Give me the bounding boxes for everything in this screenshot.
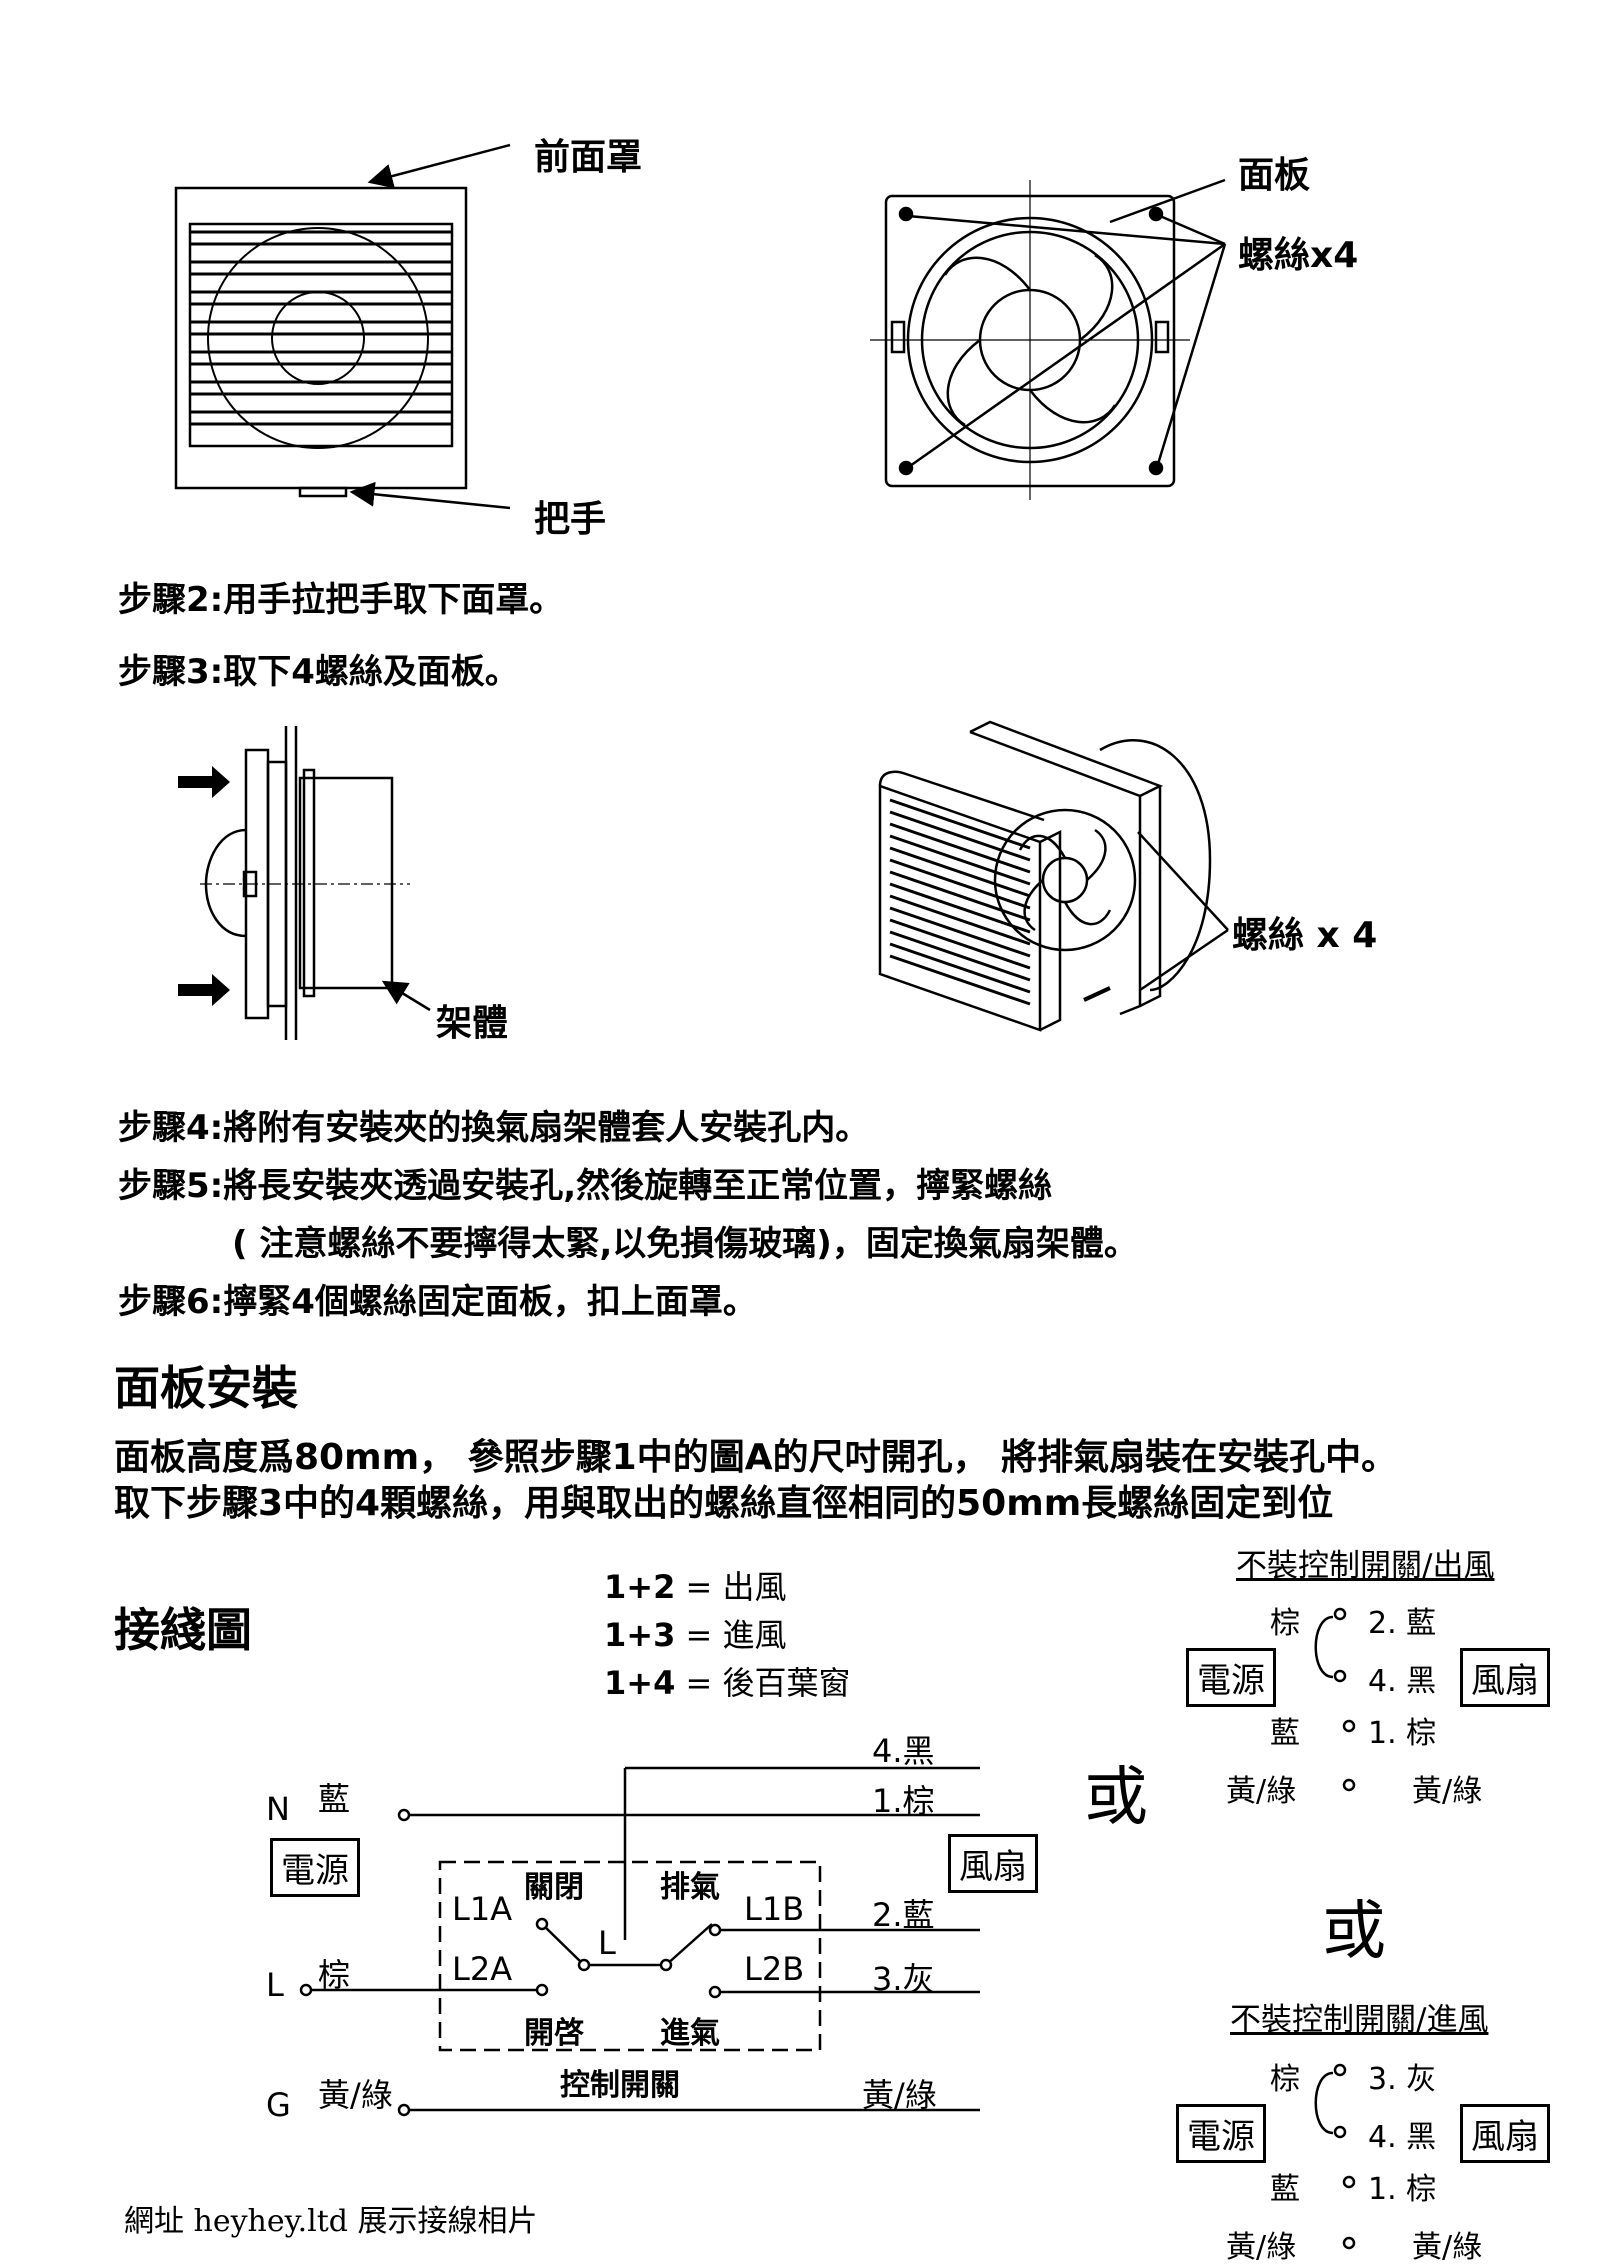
n-letter: N <box>266 1790 290 1828</box>
legend-row: 1+2 = 出風 <box>604 1568 787 1606</box>
alt2-brown: 棕 <box>1270 2062 1300 2097</box>
alt1-r2: 4. 黑 <box>1368 1664 1437 1699</box>
step-5-note: ( 注意螺絲不要擰得太緊,以免損傷玻璃)，固定換氣扇架體。 <box>232 1224 1138 1264</box>
step-4: 步驟4:將附有安裝夾的換氣扇架體套人安裝孔内。 <box>118 1108 870 1148</box>
panel-install-title: 面板安裝 <box>114 1361 298 1415</box>
wire-g: 黃/綠 <box>862 2076 937 2114</box>
alt1-power-box: 電源 <box>1186 1648 1276 1707</box>
fan-iso-drawing <box>878 720 1229 1032</box>
switch-label: 控制開關 <box>560 2068 680 2103</box>
panel-drawing <box>870 178 1227 500</box>
wiring-title: 接綫圖 <box>114 1603 252 1657</box>
or-text: 或 <box>1322 1895 1386 1969</box>
close-label: 關閉 <box>524 1870 584 1905</box>
wiring-lines <box>299 1766 980 2117</box>
alt1-blue: 藍 <box>1270 1716 1300 1751</box>
wire-4: 4.黑 <box>872 1732 935 1770</box>
legend-row: 1+4 = 後百葉窗 <box>604 1664 851 1702</box>
open-label: 開啓 <box>524 2016 584 2051</box>
n-color: 藍 <box>318 1780 351 1818</box>
alt1-r4: 黃/綠 <box>1412 1774 1483 1809</box>
panel-install-line-1: 面板高度爲80mm， 參照步驟1中的圖A的尺吋開孔， 將排氣扇裝在安裝孔中。 <box>114 1437 1398 1478</box>
step-2: 步驟2:用手拉把手取下面罩。 <box>118 580 564 620</box>
l1a-label: L1A <box>452 1890 513 1928</box>
screws-label: 螺絲x4 <box>1238 235 1359 276</box>
l2a-label: L2A <box>452 1950 513 1988</box>
alt1-lines <box>1314 1607 1356 1792</box>
alt2-r4: 黃/綠 <box>1412 2230 1483 2265</box>
alt1-yg-left: 黃/綠 <box>1226 1774 1297 1809</box>
front-cover-label: 前面罩 <box>534 137 643 178</box>
wire-2: 2.藍 <box>872 1896 935 1934</box>
panel-install-line-2: 取下步驟3中的4顆螺絲，用與取出的螺絲直徑相同的50mm長螺絲固定到位 <box>114 1483 1334 1524</box>
or-text: 或 <box>1084 1761 1148 1835</box>
alt2-power-box: 電源 <box>1176 2104 1266 2163</box>
alt2-yg-left: 黃/綠 <box>1226 2230 1297 2265</box>
intake-label: 進氣 <box>660 2016 720 2051</box>
step-5: 步驟5:將長安裝夾透過安裝孔,然後旋轉至正常位置，擰緊螺絲 <box>118 1166 1053 1206</box>
step-6: 步驟6:擰緊4個螺絲固定面板，扣上面罩。 <box>118 1282 757 1322</box>
alt2-r3: 1. 棕 <box>1368 2172 1437 2207</box>
l-mid-label: L <box>598 1924 616 1962</box>
front-cover-drawing <box>174 143 511 510</box>
legend-row: 1+3 = 進風 <box>604 1616 787 1654</box>
g-color: 黃/綠 <box>318 2076 393 2114</box>
l1b-label: L1B <box>744 1890 805 1928</box>
wire-1: 1.棕 <box>872 1782 935 1820</box>
exhaust-label: 排氣 <box>660 1870 720 1905</box>
alt2-lines <box>1314 2063 1356 2250</box>
iso-screws-label: 螺絲 x 4 <box>1232 915 1378 956</box>
g-letter: G <box>266 2086 291 2124</box>
alt2-title: 不裝控制開關/進風 <box>1230 2002 1489 2038</box>
alt2-r2: 4. 黑 <box>1368 2120 1437 2155</box>
main-power-box: 電源 <box>270 1838 360 1897</box>
l-color: 棕 <box>318 1956 351 1994</box>
step-3: 步驟3:取下4螺絲及面板。 <box>118 652 519 692</box>
alt2-r1: 3. 灰 <box>1368 2062 1437 2097</box>
frame-label: 架體 <box>436 1003 509 1044</box>
l-letter: L <box>266 1966 284 2004</box>
main-fan-box: 風扇 <box>948 1834 1038 1893</box>
l2b-label: L2B <box>744 1950 805 1988</box>
alt1-fan-box: 風扇 <box>1460 1648 1550 1707</box>
frame-side-drawing <box>178 726 431 1040</box>
alt2-blue: 藍 <box>1270 2172 1300 2207</box>
alt2-fan-box: 風扇 <box>1460 2104 1550 2163</box>
alt1-r1: 2. 藍 <box>1368 1606 1437 1641</box>
handle-label: 把手 <box>534 499 607 540</box>
footer-url: 網址 heyhey.ltd 展示接線相片 <box>124 2204 538 2239</box>
alt1-r3: 1. 棕 <box>1368 1716 1437 1751</box>
wire-3: 3.灰 <box>872 1960 935 1998</box>
panel-label: 面板 <box>1238 155 1311 196</box>
alt1-title: 不裝控制開關/出風 <box>1236 1548 1495 1584</box>
alt1-brown: 棕 <box>1270 1606 1300 1641</box>
